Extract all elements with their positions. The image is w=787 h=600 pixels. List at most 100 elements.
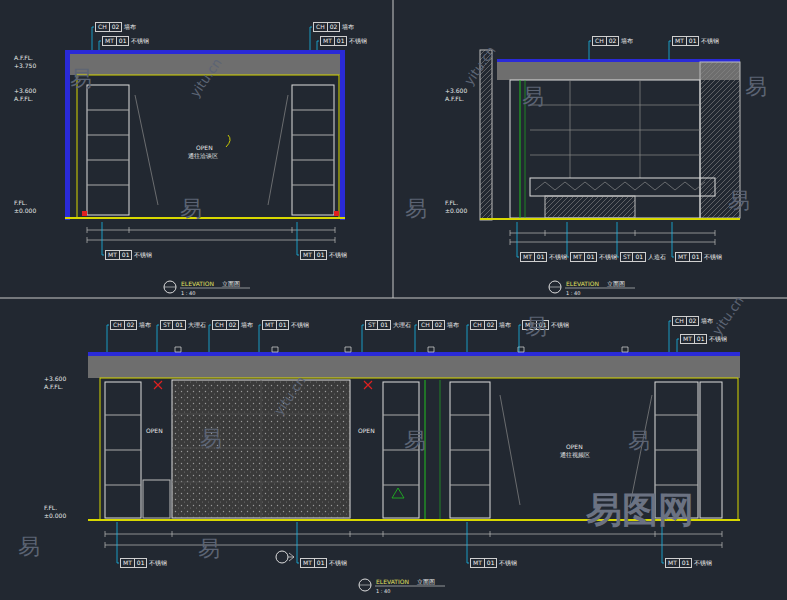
material-name: 墙布 xyxy=(621,38,633,44)
view-title: 立面图 xyxy=(417,579,435,585)
view-title: ELEVATION xyxy=(566,281,599,287)
watermark: 易 xyxy=(525,316,547,338)
leader-line xyxy=(662,522,664,563)
material-name: 不锈钢 xyxy=(704,254,722,260)
watermark: 易 xyxy=(728,190,750,212)
material-number: 01 xyxy=(584,253,597,261)
material-name: 不锈钢 xyxy=(694,560,712,566)
material-number: 01 xyxy=(377,321,390,329)
watermark: 易 xyxy=(745,76,767,98)
leader-line xyxy=(517,222,519,257)
material-name: 人造石 xyxy=(648,254,666,260)
material-number: 01 xyxy=(134,559,147,567)
tag-box: MT01 xyxy=(320,36,347,46)
tag-box: MT01 xyxy=(680,334,707,344)
watermark: 易图网 xyxy=(586,492,694,528)
material-tag: MT01不锈钢 xyxy=(120,558,167,568)
material-number: 02 xyxy=(484,321,497,329)
material-number: 02 xyxy=(686,317,699,325)
material-name: 不锈钢 xyxy=(149,560,167,566)
material-code: CH xyxy=(471,321,484,329)
level-mark: F.FL. xyxy=(14,200,27,206)
tag-box: MT01 xyxy=(672,36,699,46)
material-tag: MT01不锈钢 xyxy=(570,252,617,262)
scale: 1 : 40 xyxy=(376,589,390,594)
material-number: 01 xyxy=(686,37,699,45)
tag-box: CH02 xyxy=(313,22,340,32)
material-code: MT xyxy=(571,253,584,261)
material-tag: CH02墙布 xyxy=(313,22,354,32)
tag-box: MT01 xyxy=(520,252,547,262)
material-name: 不锈钢 xyxy=(551,322,569,328)
note: 通往洽谈区 xyxy=(188,153,218,159)
material-code: ST xyxy=(161,321,172,329)
leader-line xyxy=(362,325,364,352)
material-code: MT xyxy=(471,559,484,567)
tag-box: CH02 xyxy=(592,36,619,46)
view-title: 立面图 xyxy=(222,281,240,287)
material-name: 不锈钢 xyxy=(134,252,152,258)
material-code: CH xyxy=(419,321,432,329)
material-number: 01 xyxy=(689,253,702,261)
material-code: ST xyxy=(621,253,632,261)
scale: 1 : 40 xyxy=(181,291,195,296)
level-mark: A.F.FL. xyxy=(14,96,33,102)
level-mark: A.F.FL. xyxy=(445,96,464,102)
material-tag: MT01不锈钢 xyxy=(672,36,719,46)
material-code: ST xyxy=(366,321,377,329)
material-tag: ST01大理石 xyxy=(160,320,206,330)
material-code: CH xyxy=(111,321,124,329)
material-number: 01 xyxy=(632,253,645,261)
leader-line xyxy=(677,339,679,352)
leader-line xyxy=(317,41,319,50)
leader-line xyxy=(297,522,299,563)
level-mark: A.F.FL. xyxy=(14,55,33,61)
material-tag: MT01不锈钢 xyxy=(520,252,567,262)
level-mark: F.FL. xyxy=(44,505,57,511)
tag-box: MT01 xyxy=(675,252,702,262)
tag-box: CH02 xyxy=(212,320,239,330)
material-code: CH xyxy=(593,37,606,45)
view-title: ELEVATION xyxy=(181,281,214,287)
material-name: 不锈钢 xyxy=(131,38,149,44)
material-tag: MT01不锈钢 xyxy=(300,558,347,568)
note: OPEN xyxy=(358,428,375,434)
leader-line xyxy=(617,222,619,257)
watermark: 易 xyxy=(628,430,650,452)
material-tag: MT01不锈钢 xyxy=(102,36,149,46)
material-name: 墙布 xyxy=(701,318,713,324)
material-number: 02 xyxy=(109,23,122,31)
watermark: 易 xyxy=(522,86,544,108)
material-tag: CH02墙布 xyxy=(672,316,713,326)
material-tag: MT01不锈钢 xyxy=(320,36,367,46)
material-tag: CH02墙布 xyxy=(110,320,151,330)
material-name: 墙布 xyxy=(342,24,354,30)
material-tag: CH02墙布 xyxy=(418,320,459,330)
material-name: 墙布 xyxy=(241,322,253,328)
tag-box: MT01 xyxy=(300,558,327,568)
material-number: 01 xyxy=(172,321,185,329)
material-name: 不锈钢 xyxy=(291,322,309,328)
view-title: ELEVATION xyxy=(376,579,409,585)
material-number: 02 xyxy=(606,37,619,45)
material-tag: ST01大理石 xyxy=(365,320,411,330)
leader-line xyxy=(92,27,94,50)
material-number: 01 xyxy=(314,251,327,259)
material-number: 01 xyxy=(276,321,289,329)
tag-box: ST01 xyxy=(160,320,186,330)
leader-line xyxy=(117,522,119,563)
material-code: MT xyxy=(681,335,694,343)
material-number: 02 xyxy=(327,23,340,31)
tag-box: ST01 xyxy=(365,320,391,330)
tag-box: MT01 xyxy=(300,250,327,260)
material-code: MT xyxy=(106,251,119,259)
material-name: 不锈钢 xyxy=(701,38,719,44)
leader-line xyxy=(102,222,104,255)
material-tag: ST01人造石 xyxy=(620,252,666,262)
watermark: 易 xyxy=(200,428,222,450)
leader-line xyxy=(310,27,312,50)
tag-box: CH02 xyxy=(95,22,122,32)
material-name: 不锈钢 xyxy=(549,254,567,260)
material-code: MT xyxy=(521,253,534,261)
material-tag: MT01不锈钢 xyxy=(300,250,347,260)
